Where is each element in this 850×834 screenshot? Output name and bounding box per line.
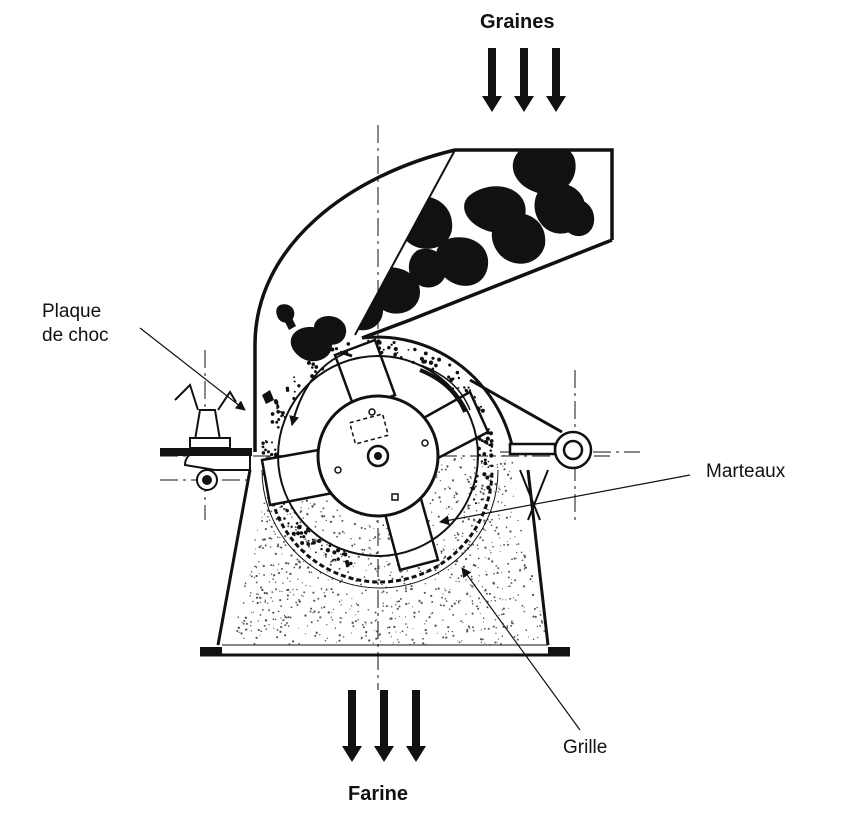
- label-plaque-line2: de choc: [42, 325, 109, 346]
- rotation-arrows: [289, 350, 471, 426]
- leader-lines: [139, 327, 691, 731]
- label-marteaux: Marteaux: [706, 461, 786, 482]
- output-arrow-2: [374, 690, 394, 762]
- input-arrow-1: [482, 48, 502, 112]
- output-arrows: [342, 690, 426, 762]
- grains: [355, 150, 595, 331]
- rotor-assembly: [260, 338, 490, 572]
- screen-grille: [261, 469, 499, 589]
- base-stand: [200, 469, 570, 657]
- mill-housing: [253, 148, 614, 521]
- impact-plate-hardware: [160, 383, 252, 491]
- label-graines: Graines: [480, 11, 555, 33]
- label-plaque-line1: Plaque: [42, 301, 102, 322]
- label-grille: Grille: [563, 737, 608, 758]
- input-arrow-3: [546, 48, 566, 112]
- label-farine: Farine: [348, 783, 409, 805]
- output-arrow-1: [342, 690, 362, 762]
- right-pivot: [508, 430, 593, 470]
- output-arrow-3: [406, 690, 426, 762]
- grains-entering: [262, 304, 347, 404]
- input-arrow-2: [514, 48, 534, 112]
- input-arrows: [482, 48, 566, 112]
